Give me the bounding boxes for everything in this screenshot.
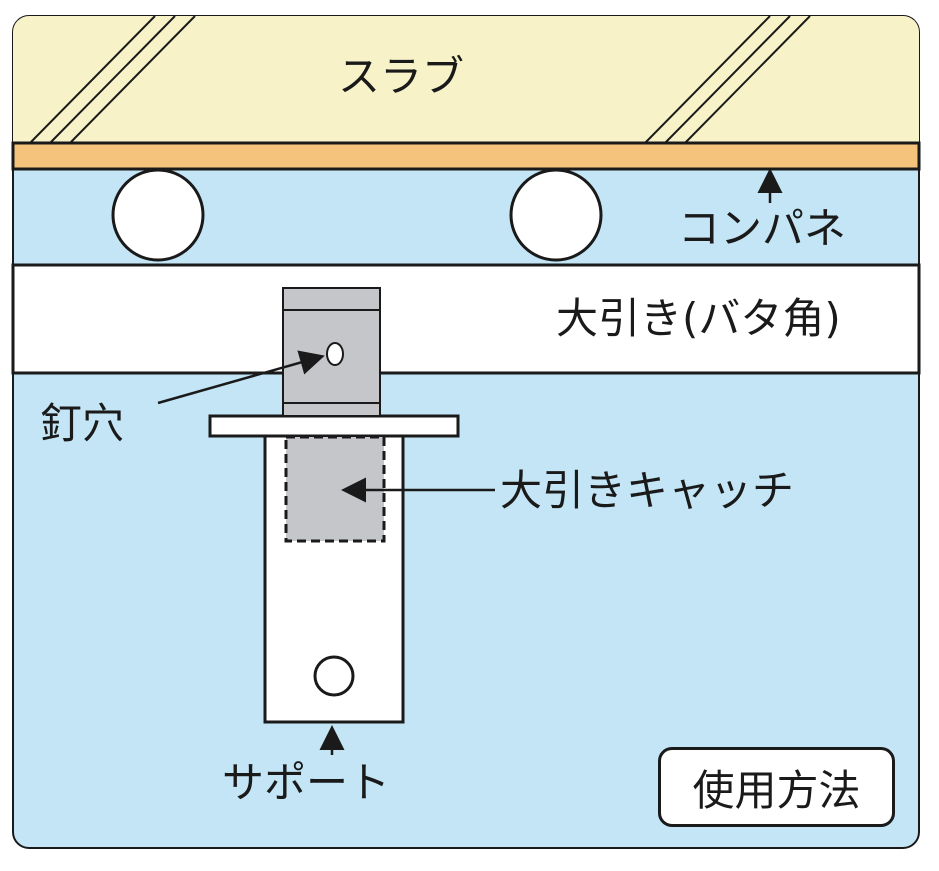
label-oobiki: 大引き(バタ角) (556, 294, 841, 343)
label-nail-hole: 釘穴 (40, 399, 125, 448)
slab (13, 16, 919, 143)
nail-hole (326, 342, 344, 366)
label-oobiki-catch: 大引きキャッチ (500, 466, 795, 515)
pipe-left (111, 168, 205, 262)
usage-badge: 使用方法 (658, 747, 895, 827)
pipe-right (509, 168, 603, 262)
label-konpane: コンパネ (678, 204, 847, 253)
support-top-plate (208, 414, 460, 438)
support-hole (313, 655, 355, 697)
kugiana-leader (157, 350, 325, 405)
slab-hatch-right (644, 16, 811, 144)
label-slab: スラブ (338, 52, 465, 101)
slab-hatch-left (29, 16, 196, 144)
label-support: サポート (222, 758, 391, 807)
oobiki-beam (11, 263, 921, 375)
konpane-board (11, 141, 921, 171)
